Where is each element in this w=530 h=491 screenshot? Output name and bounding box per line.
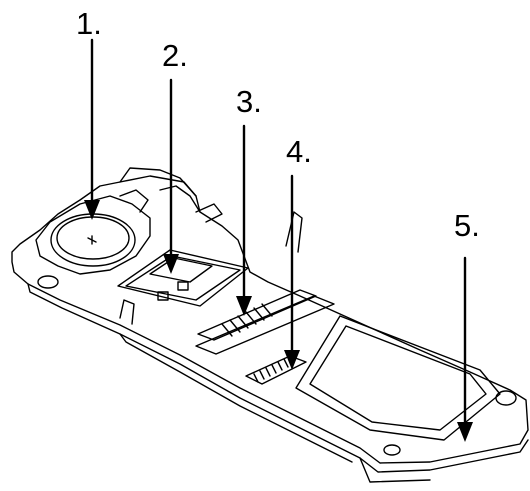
bracket-rib <box>159 185 201 213</box>
arrowhead-4 <box>284 350 300 370</box>
flex-connector-upper <box>197 289 317 341</box>
screw-hole-1 <box>37 275 59 289</box>
pad-area <box>117 249 249 307</box>
bracket-slot <box>119 189 149 213</box>
callout-label-4: 4. <box>286 134 312 169</box>
pad-square-2 <box>177 281 189 291</box>
side-clip <box>119 299 135 325</box>
arrowhead-2 <box>163 254 179 274</box>
callout-label-5: 5. <box>454 208 480 243</box>
screw-hole-3 <box>383 444 401 456</box>
pad-area-inner <box>125 255 241 301</box>
contact-pins <box>245 355 307 385</box>
chassis-bottom-edge-inner <box>119 333 353 463</box>
arrowhead-3 <box>236 296 252 316</box>
callout-label-2: 2. <box>162 38 188 73</box>
flex-connector-ribs <box>221 303 273 337</box>
pad-square-1 <box>157 291 169 301</box>
leader-arrowheads <box>84 200 473 442</box>
top-bracket <box>119 167 197 197</box>
arrowhead-5 <box>457 422 473 442</box>
screw-hole-2 <box>495 390 517 406</box>
flex-connector-strip <box>195 295 335 355</box>
callout-label-3: 3. <box>236 84 262 119</box>
coin-cell-mark <box>87 235 97 245</box>
chassis-corner-foot <box>359 457 431 483</box>
arrowhead-1 <box>84 200 100 220</box>
battery-holder <box>35 195 151 275</box>
leader-lines <box>90 38 467 430</box>
contact-pin-row <box>253 358 289 383</box>
callout-label-1: 1. <box>76 6 102 41</box>
chassis-bottom-edge <box>27 283 529 473</box>
standoff-post <box>285 211 303 253</box>
chassis-floor-inner <box>309 325 487 431</box>
chassis-floor <box>295 315 501 441</box>
bracket-latch <box>195 203 223 223</box>
pad-chip <box>149 257 213 283</box>
